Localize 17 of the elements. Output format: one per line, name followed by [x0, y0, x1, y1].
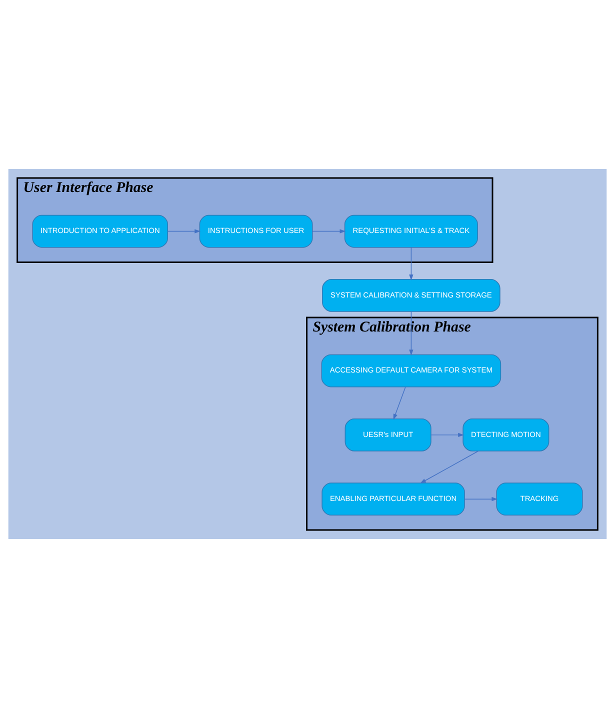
- node-box: TRACKING: [496, 482, 583, 516]
- arrow: [409, 311, 414, 356]
- arrow: [409, 247, 414, 280]
- node-box: INTRODUCTION TO APPLICATION: [32, 214, 168, 248]
- arrow: [420, 450, 479, 484]
- arrow: [167, 229, 201, 234]
- arrow: [430, 432, 464, 438]
- node-box: SYSTEM CALIBRATION & SETTING STORAGE: [322, 279, 500, 312]
- arrow: [312, 229, 346, 234]
- arrow: [393, 386, 406, 420]
- node-box: REQUESTING INITIAL’S & TRACK: [344, 214, 478, 248]
- node-box: UESR's INPUT: [344, 418, 432, 452]
- node-box: DTECTING MOTION: [462, 418, 550, 452]
- node-box: ENABLING PARTICULAR FUNCTION: [322, 482, 465, 516]
- node-box: INSTRUCTIONS FOR USER: [199, 214, 313, 248]
- node-box: ACCESSING DEFAULT CAMERA FOR SYSTEM: [321, 354, 502, 388]
- arrow: [464, 497, 498, 502]
